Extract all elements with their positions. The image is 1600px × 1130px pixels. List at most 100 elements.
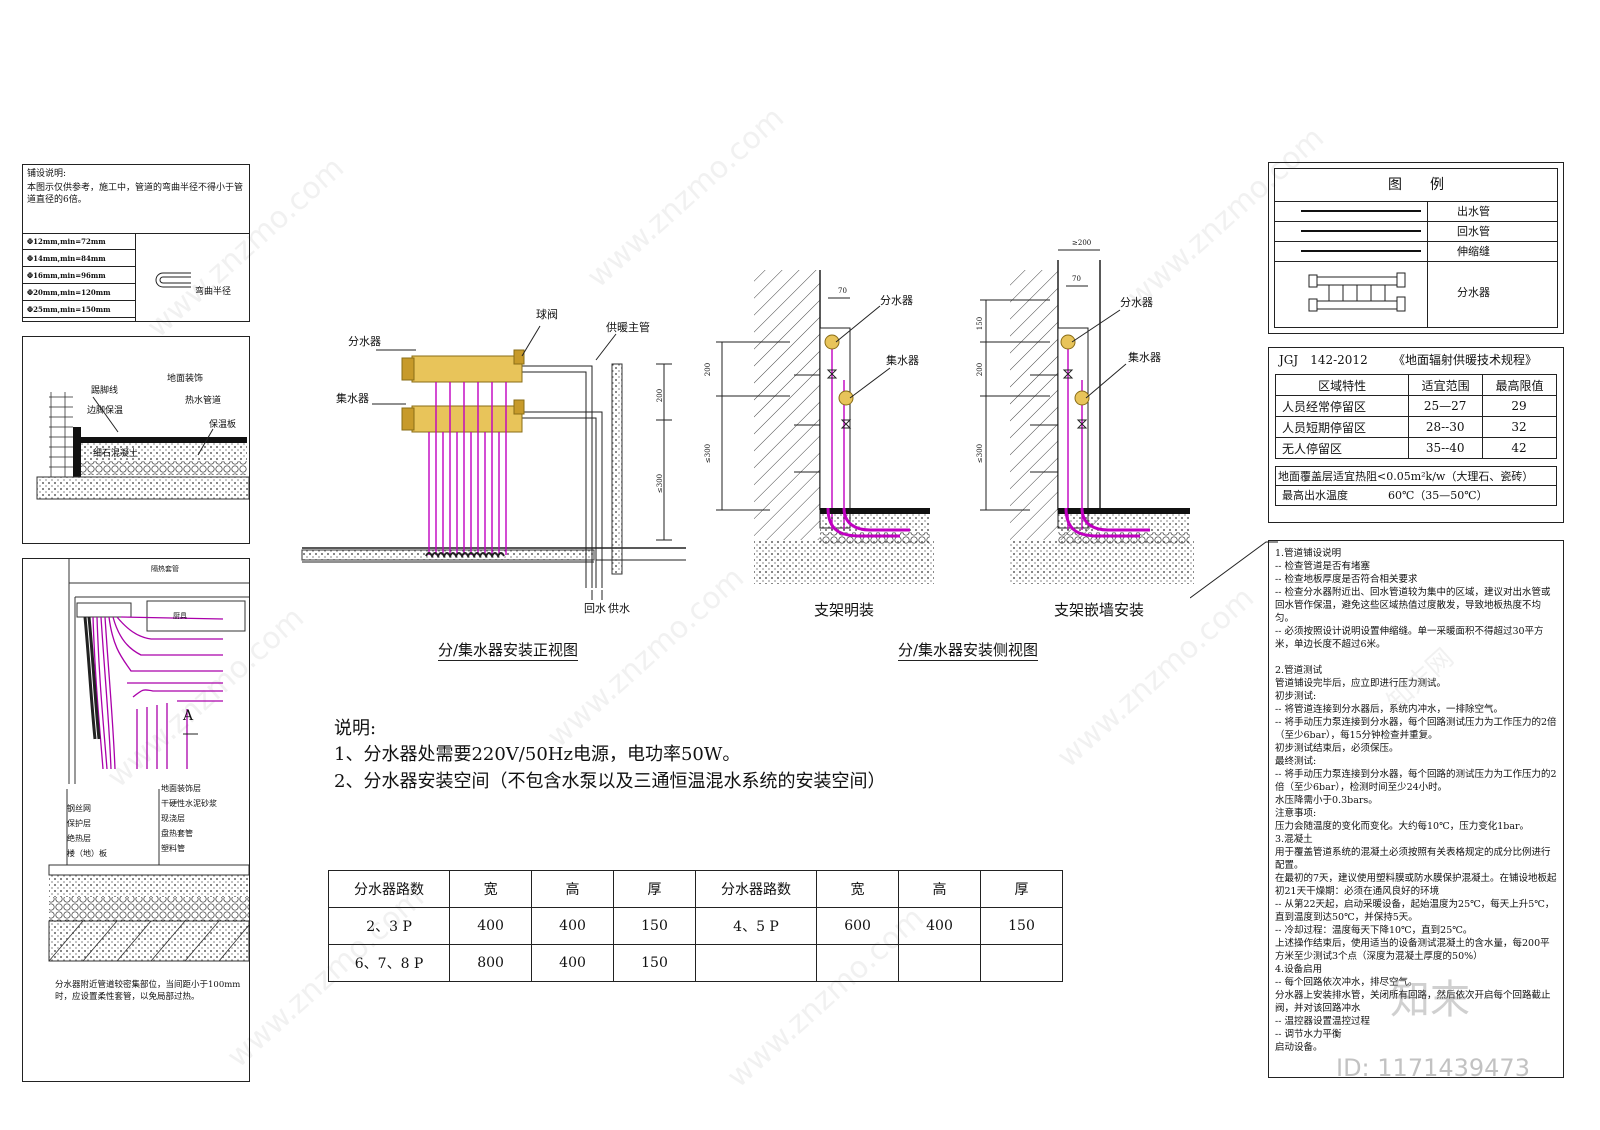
label-insulation-board: 保温板 (209, 420, 237, 430)
front-view-caption: 分/集水器安装正视图 (438, 641, 579, 661)
front-label-supply: 供水 (608, 602, 630, 615)
front-label-collector: 集水器 (336, 392, 369, 405)
front-view-drawing (301, 325, 686, 600)
size-table-cell: 400 (898, 907, 981, 945)
size-table-cell: 150 (613, 944, 696, 982)
floor-section-drawing (36, 392, 249, 500)
layer-label: 钢丝网 (67, 804, 91, 813)
side-embed-label-collector: 集水器 (1128, 351, 1161, 364)
layer-label: 绝热层 (67, 834, 91, 843)
notes-title: 说明: (334, 718, 377, 739)
spec-code: JGJ 142-2012 (1279, 353, 1368, 367)
plan-note: 分水器附近管道较密集部位，当间距小于100mm时，应设置柔性套管，以免局部过热。 (55, 980, 241, 1002)
watermark-id: ID: 1171439473 (1336, 1054, 1530, 1082)
spec-table-cell: 32 (1482, 416, 1557, 438)
size-table-cell: 400 (531, 944, 615, 982)
size-table-cell: 150 (979, 907, 1064, 945)
layer-label: 盘热套管 (161, 829, 193, 838)
bend-radius-item: Φ12mm,min=72mm (23, 233, 135, 250)
size-table-cell: 6、7、8 P (327, 944, 451, 982)
front-dim-300: ≤300 (656, 473, 665, 494)
side-open-label-collector: 集水器 (886, 354, 919, 367)
front-dim-200: 200 (656, 388, 665, 403)
bend-radius-item: Φ14mm,min=84mm (23, 250, 135, 267)
spec-line-1: 地面覆盖层适宜热阻<0.05m²k/w（大理石、瓷砖） (1278, 470, 1534, 483)
spec-table-cell: 28--30 (1408, 416, 1484, 438)
pipe-plan-drawing (48, 559, 249, 962)
laying-note-text: 本图示仅供参考，施工中，管道的弯曲半径不得小于管道直径的6倍。 (27, 183, 244, 205)
size-table-cell: 150 (613, 907, 696, 945)
spec-table-cell: 人员经常停留区 (1274, 395, 1410, 417)
front-label-distributor: 分水器 (348, 335, 381, 348)
layer-label: 干硬性水泥砂浆 (161, 799, 217, 808)
size-table-header: 厚 (613, 870, 696, 908)
size-table-cell: 4、5 P (694, 907, 818, 945)
size-table-cell: 400 (531, 907, 615, 945)
legend-distributor-label: 分水器 (1457, 286, 1490, 299)
pipe-plan-box: 隔热套管 厨具 A 钢丝网保护层绝热层楼（地）板 地面装饰层干硬性水泥砂浆现浇层… (22, 558, 250, 1082)
size-table-cell (979, 944, 1064, 982)
side-embed-label-distributor: 分水器 (1120, 296, 1153, 309)
spec-table-header: 最高限值 (1482, 374, 1557, 396)
size-table-cell: 800 (449, 944, 533, 982)
side-embed-dim-150: 150 (976, 316, 985, 331)
size-table-header: 宽 (816, 870, 900, 908)
bend-radius-label: 弯曲半径 (195, 287, 232, 297)
label-kitchen: 厨具 (173, 612, 187, 620)
size-table-header: 高 (898, 870, 981, 908)
spec-box: JGJ 142-2012 《地面辐射供暖技术规程》 区域特性适宜范围最高限值人员… (1268, 347, 1564, 523)
side-embed-dim-70: 70 (1072, 275, 1081, 283)
side-open-label-distributor: 分水器 (880, 294, 913, 307)
bend-radius-item: Φ16mm,min=96mm (23, 267, 135, 284)
layer-label: 楼（地）板 (67, 849, 107, 858)
side-embed-dim-200top: ≥200 (1072, 239, 1092, 247)
legend-row-return: 回水管 (1275, 221, 1557, 242)
layer-label: 地面装饰层 (161, 784, 201, 793)
label-fine-concrete: 细石混凝土 (93, 449, 139, 459)
size-table-cell: 600 (816, 907, 900, 945)
layers-right-list: 地面装饰层干硬性水泥砂浆现浇层盘热套管塑料管 (161, 781, 217, 856)
leader-line (1190, 541, 1278, 599)
legend-title: 图 例 (1275, 169, 1557, 202)
layer-label: 现浇层 (161, 814, 185, 823)
label-floor-finish: 地面装饰 (167, 374, 204, 384)
side-open-caption: 支架明装 (814, 601, 875, 619)
label-sleeve: 隔热套管 (151, 565, 179, 573)
size-table-header: 分水器路数 (327, 870, 451, 908)
front-label-main-pipe: 供暖主管 (606, 321, 650, 334)
size-table-cell: 2、3 P (327, 907, 451, 945)
notes-line-1: 1、分水器处需要220V/50Hz电源，电功率50W。 (334, 744, 741, 765)
size-table-cell (816, 944, 900, 982)
front-label-return: 回水 (584, 602, 606, 615)
spec-table-cell: 29 (1482, 395, 1557, 417)
spec-line-2-value: 60℃（35—50℃） (1388, 489, 1488, 502)
label-hot-pipe: 热水管道 (185, 396, 222, 406)
size-table-cell (898, 944, 981, 982)
legend-return-label: 回水管 (1457, 225, 1490, 238)
size-table-header: 高 (531, 870, 615, 908)
legend-row-supply: 出水管 (1275, 201, 1557, 222)
side-open-dim-70: 70 (838, 287, 847, 295)
notes-line-2: 2、分水器安装空间（不包含水泵以及三通恒温混水系统的安装空间） (334, 771, 886, 792)
side-open-dim-300: ≤300 (704, 443, 713, 464)
bend-radius-icon (155, 272, 191, 288)
side-view-caption: 分/集水器安装侧视图 (898, 641, 1039, 661)
front-label-valve: 球阀 (536, 308, 558, 321)
spec-name: 《地面辐射供暖技术规程》 (1393, 353, 1538, 367)
floor-section-box: 踢脚线 地面装饰 边脚保温 热水管道 保温板 细石混凝土 (22, 336, 250, 544)
laying-note-title: 铺设说明: (27, 169, 67, 179)
label-skirting: 踢脚线 (91, 386, 119, 396)
side-view-open-drawing (716, 270, 934, 584)
legend-distributor-icon (1308, 272, 1406, 312)
layer-label: 塑料管 (161, 844, 185, 853)
legend-supply-label: 出水管 (1457, 205, 1490, 218)
side-embed-dim-300: ≤300 (976, 443, 985, 464)
spec-line-2-label: 最高出水温度 (1282, 489, 1348, 502)
laying-note-box: 铺设说明: 本图示仅供参考，施工中，管道的弯曲半径不得小于管道直径的6倍。 Φ1… (22, 164, 250, 322)
instructions-box: 1.管道铺设说明 -- 检查管道是否有堵塞 -- 检查地板厚度是否符合相关要求 … (1268, 540, 1564, 1078)
